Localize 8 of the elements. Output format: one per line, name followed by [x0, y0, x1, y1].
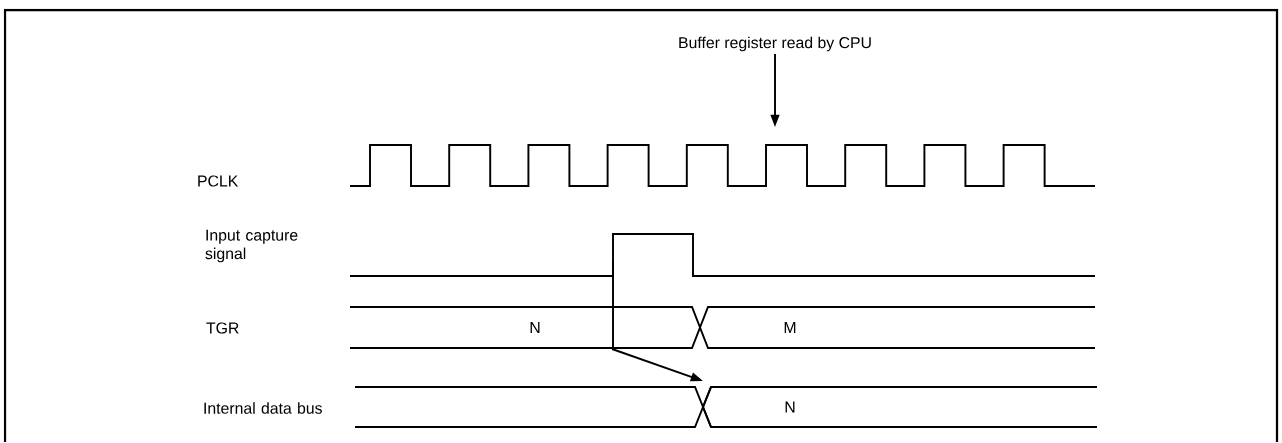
signal-name: Internal data bus	[204, 402, 322, 414]
bus-segment: N	[349, 306, 702, 349]
bus-segment: M	[698, 306, 1096, 349]
bus-segment: N	[701, 386, 1098, 428]
callout-text: Buffer register read by CPU	[679, 36, 871, 52]
signal-name: Input capture signal	[205, 229, 298, 263]
signal-name: TGR	[206, 322, 239, 334]
signal-name: PCLK	[198, 175, 239, 187]
